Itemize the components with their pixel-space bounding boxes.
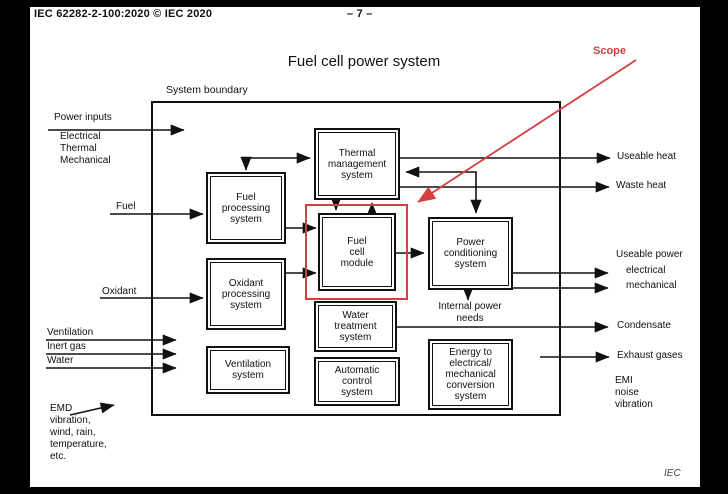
useable-power-mechanical-label: mechanical xyxy=(626,280,677,291)
power-conditioning-system-label: Power conditioning system xyxy=(443,237,498,270)
fuel-processing-system-box: Fuel processing system xyxy=(206,172,286,244)
condensate-label: Condensate xyxy=(617,320,671,331)
header-doc-ref: IEC 62282-2-100:2020 © IEC 2020 xyxy=(34,8,213,20)
fuel-cell-module-box: Fuel cell module xyxy=(318,213,396,291)
water-label: Water xyxy=(47,355,74,366)
waste-heat-label: Waste heat xyxy=(616,180,667,191)
automatic-control-system-box: Automatic control system xyxy=(314,357,400,406)
ventilation-system-label: Ventilation system xyxy=(224,359,272,381)
scope-label: Scope xyxy=(593,45,627,57)
useable-heat-label: Useable heat xyxy=(617,151,676,162)
internal-power-needs-label: Internal power needs xyxy=(438,301,502,324)
figure-title: Fuel cell power system xyxy=(287,53,441,70)
power-conditioning-system-box: Power conditioning system xyxy=(428,217,513,290)
thermal-management-system-box: Thermal management system xyxy=(314,128,400,200)
ventilation-system-box: Ventilation system xyxy=(206,346,290,394)
ventilation-label: Ventilation xyxy=(47,327,94,338)
fuel-cell-module-label: Fuel cell module xyxy=(340,235,374,269)
energy-conversion-system-box: Energy to electrical/ mechanical convers… xyxy=(428,339,513,410)
figure-credit: IEC xyxy=(664,468,681,479)
water-treatment-system-label: Water treatment system xyxy=(334,310,377,343)
thermal-management-system-label: Thermal management system xyxy=(327,147,387,181)
automatic-control-system-label: Automatic control system xyxy=(334,365,380,398)
fuel-processing-system-label: Fuel processing system xyxy=(221,191,271,225)
power-inputs-types-label: Electrical Thermal Mechanical xyxy=(60,131,111,166)
water-treatment-system-box: Water treatment system xyxy=(314,301,397,352)
useable-power-electrical-label: electrical xyxy=(626,265,666,276)
header-page-number: – 7 – xyxy=(347,8,373,20)
emd-environment-label: EMD vibration, wind, rain, temperature, … xyxy=(50,403,107,462)
emi-noise-vibration-label: EMI noise vibration xyxy=(615,375,653,410)
oxidant-processing-system-label: Oxidant processing system xyxy=(221,277,271,311)
energy-conversion-system-label: Energy to electrical/ mechanical convers… xyxy=(445,347,496,402)
oxidant-processing-system-box: Oxidant processing system xyxy=(206,258,286,330)
exhaust-gases-label: Exhaust gases xyxy=(617,350,683,361)
fuel-label: Fuel xyxy=(116,201,136,212)
system-boundary-label: System boundary xyxy=(166,84,248,96)
power-inputs-label: Power inputs xyxy=(54,112,112,123)
useable-power-label: Useable power xyxy=(616,249,683,260)
oxidant-label: Oxidant xyxy=(102,286,137,297)
inert-gas-label: Inert gas xyxy=(47,341,86,352)
